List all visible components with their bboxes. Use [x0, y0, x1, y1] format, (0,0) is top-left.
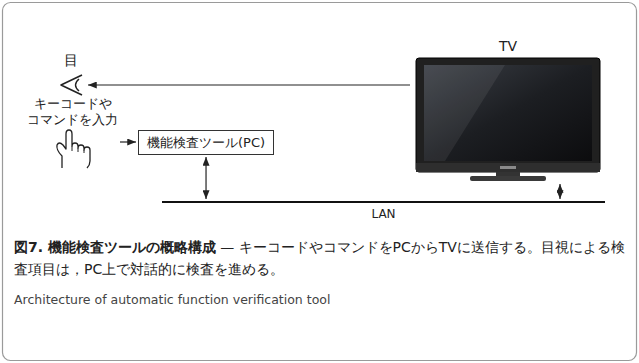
eye-icon [61, 75, 82, 95]
node-text: TV [412, 38, 604, 54]
tv-lower-bezel [416, 163, 600, 172]
eye-pupil [76, 79, 80, 91]
node-text: 機能検査ツール(PC) [147, 134, 265, 151]
tv-screen [424, 65, 592, 161]
english-caption: Architecture of automatic function verif… [14, 292, 626, 308]
tv-unit: TV [412, 38, 604, 182]
tv-stand [470, 176, 546, 181]
tv-reflection [424, 65, 505, 161]
process-box: 機能検査ツール(PC) [138, 130, 274, 155]
node-text: キーコードや コマンドを入力 [27, 96, 118, 128]
connector-arrow [88, 84, 410, 85]
lan-bus: LAN [162, 201, 605, 221]
caption-block: 図7. 機能検査ツールの概略構成— キーコードやコマンドをPCからTVに送信する… [14, 236, 626, 308]
node-text: LAN [162, 207, 605, 221]
eye-label: 目 [56, 52, 86, 98]
connector-arrow [559, 184, 560, 199]
tv-neck [496, 172, 520, 176]
connector-arrow [205, 157, 206, 199]
caption-text: 図7. 機能検査ツールの概略構成— キーコードやコマンドをPCからTVに送信する… [14, 236, 626, 280]
eye-lids [61, 75, 82, 95]
input-hand: キーコードや コマンドを入力 [27, 96, 118, 170]
hand-icon [57, 130, 90, 168]
finger-lines [72, 146, 84, 153]
connector-arrow [120, 141, 136, 142]
tv-illustration [416, 58, 600, 181]
figure-title: 図7. 機能検査ツールの概略構成 [14, 239, 216, 255]
node-text: 目 [56, 52, 86, 68]
tv-logo [500, 166, 516, 169]
tv-bezel [416, 58, 600, 172]
figure-frame [3, 3, 637, 361]
